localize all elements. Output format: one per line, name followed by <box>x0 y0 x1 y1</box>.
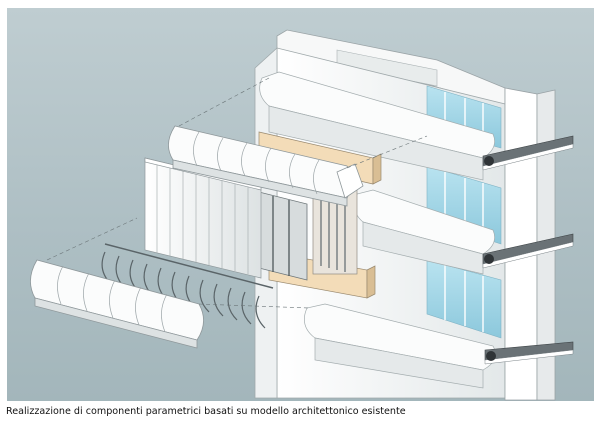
building-cladding-bands <box>259 71 496 389</box>
figure-caption: Realizzazione di componenti parametrici … <box>6 406 406 417</box>
floor-slabs <box>482 135 574 365</box>
lower-curved-cladding <box>30 259 204 349</box>
render-viewport <box>7 8 594 401</box>
exploded-facade-render <box>30 29 574 401</box>
upper-curved-cladding <box>168 125 364 207</box>
alignment-lines <box>46 77 428 309</box>
